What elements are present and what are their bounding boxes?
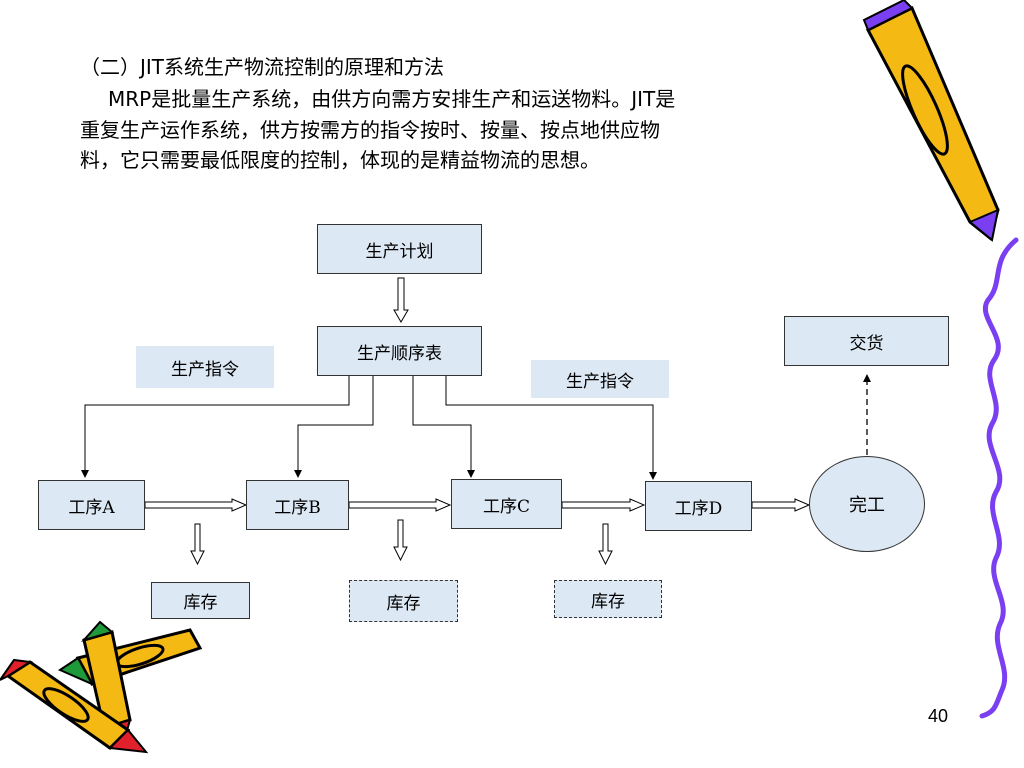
- instruction-label-left: 生产指令: [136, 346, 274, 388]
- delivery-box: 交货: [784, 316, 949, 366]
- pencils-bottom-left-icon: [0, 622, 200, 752]
- d-to-finish-arrow: [752, 499, 809, 511]
- purple-squiggle-decoration: [982, 240, 1016, 716]
- schedule-to-a-line: [85, 375, 349, 477]
- page-number: 40: [928, 706, 948, 727]
- b-to-c-arrow: [349, 499, 450, 511]
- finish-circle: 完工: [809, 456, 925, 552]
- c-to-d-arrow: [562, 499, 644, 511]
- a-to-stock-arrow: [191, 524, 204, 564]
- process-a-box: 工序A: [38, 480, 145, 530]
- b-to-stock-arrow: [394, 520, 407, 560]
- process-d-box: 工序D: [645, 481, 752, 531]
- stock-box-1: 库存: [151, 582, 250, 619]
- stock-box-3: 库存: [554, 580, 662, 618]
- instruction-label-right: 生产指令: [531, 360, 669, 398]
- stock-box-2: 库存: [349, 580, 458, 622]
- pencil-top-right-icon: [864, 0, 998, 240]
- a-to-b-arrow: [145, 499, 246, 511]
- process-c-box: 工序C: [451, 479, 562, 529]
- c-to-stock-arrow: [599, 524, 612, 564]
- production-schedule-box: 生产顺序表: [317, 326, 482, 376]
- plan-to-schedule-arrow: [394, 278, 408, 322]
- production-plan-box: 生产计划: [317, 224, 482, 274]
- schedule-to-c-line: [413, 375, 471, 477]
- schedule-to-b-line: [298, 375, 373, 477]
- process-b-box: 工序B: [246, 480, 349, 530]
